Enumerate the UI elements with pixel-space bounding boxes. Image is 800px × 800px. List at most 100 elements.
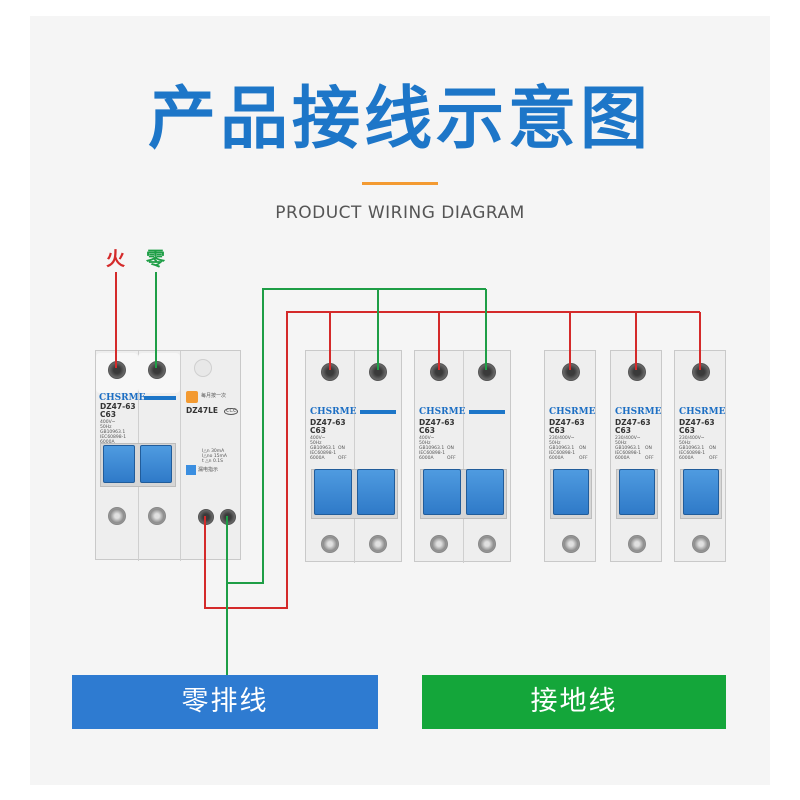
- breaker-handle[interactable]: [314, 469, 352, 515]
- breaker-spec: GB10963.1: [615, 446, 641, 451]
- breaker-model: DZ47-63: [549, 418, 585, 427]
- breaker-rating: C63: [679, 426, 695, 435]
- leak-spec: t △n 0.1S: [202, 459, 223, 464]
- output-screw-icon: [562, 535, 580, 553]
- breaker-spec: GB10963.1: [549, 446, 575, 451]
- breaker-rating: C63: [615, 426, 631, 435]
- breaker-spec: 6000A: [679, 456, 694, 461]
- breaker-spec: GB10963.1: [679, 446, 705, 451]
- off-marker: OFF: [645, 456, 654, 461]
- breaker-model: DZ47-63: [419, 418, 455, 427]
- breaker-rating: C63: [419, 426, 435, 435]
- off-marker: OFF: [579, 456, 588, 461]
- breaker-brand: CHSRME: [419, 407, 466, 417]
- rcbo-module-model: DZ47LE: [186, 406, 219, 415]
- breaker-spec: GB10963.1: [419, 446, 445, 451]
- breaker-spec: 6000A: [419, 456, 434, 461]
- breaker-spec: IEC60898-1: [679, 451, 706, 456]
- breaker-handle[interactable]: [423, 469, 461, 515]
- leak-spec: I△n 30mA: [202, 449, 225, 454]
- breaker-spec: 230/400V~: [679, 436, 705, 441]
- rcbo-live-output-wire: [204, 311, 700, 609]
- breaker-spec: IEC60898-1: [615, 451, 642, 456]
- breaker-spec: 6000A: [310, 456, 325, 461]
- breaker-brand: CHSRME: [310, 407, 357, 417]
- rcbo-handle-neutral[interactable]: [140, 445, 172, 483]
- rcbo-rating: C63: [100, 410, 116, 419]
- page-subtitle: PRODUCT WIRING DIAGRAM: [275, 203, 525, 223]
- breaker-model: DZ47-63: [615, 418, 651, 427]
- on-marker: ON: [709, 446, 716, 451]
- breaker-spec: 230/400V~: [549, 436, 575, 441]
- breaker-spec: 50Hz: [419, 441, 431, 446]
- on-marker: ON: [447, 446, 454, 451]
- off-marker: OFF: [338, 456, 347, 461]
- on-marker: ON: [579, 446, 586, 451]
- ccc-mark: CCC: [224, 408, 239, 415]
- on-marker: ON: [645, 446, 652, 451]
- breaker-1p-3: CHSRME DZ47-63 C63 230/400V~ 50Hz GB1096…: [674, 350, 726, 562]
- page-title: 产品接线示意图: [147, 80, 652, 159]
- output-screw-icon: [628, 535, 646, 553]
- rcbo-spec: IEC60898-1: [100, 435, 127, 440]
- rcbo-brand: CHSRME: [99, 393, 146, 403]
- breaker-spec: IEC60898-1: [419, 451, 446, 456]
- rcbo-spec: 400V~: [100, 420, 116, 425]
- title-accent-rule: [362, 182, 438, 185]
- rcbo-handle-live[interactable]: [103, 445, 135, 483]
- output-screw-icon: [692, 535, 710, 553]
- breaker-rating: C63: [310, 426, 326, 435]
- pole-seam: [354, 351, 355, 563]
- pole-seam: [463, 351, 464, 563]
- breaker-spec: 50Hz: [549, 441, 561, 446]
- output-screw-icon: [369, 535, 387, 553]
- indicator-window-icon: [194, 359, 212, 377]
- rcbo-spec: GB10963.1: [100, 430, 126, 435]
- test-hint-text: 每月按一次: [201, 393, 227, 399]
- neutral-wire-label: 零: [146, 248, 166, 270]
- output-screw-icon: [430, 535, 448, 553]
- breaker-handle[interactable]: [466, 469, 504, 515]
- breaker-handle[interactable]: [619, 469, 655, 515]
- brand-stripe: [469, 410, 505, 414]
- breaker-handle[interactable]: [683, 469, 719, 515]
- breaker-spec: GB10963.1: [310, 446, 336, 451]
- breaker-model: DZ47-63: [310, 418, 346, 427]
- breaker-2p-2: CHSRME DZ47-63 C63 400V~ 50Hz GB10963.1 …: [414, 350, 511, 563]
- breaker-spec: 50Hz: [615, 441, 627, 446]
- brand-stripe: [144, 396, 176, 400]
- test-button[interactable]: [186, 391, 198, 403]
- rcbo-breaker: CHSRME DZ47-63 C63 400V~ 50Hz GB10963.1 …: [95, 350, 241, 561]
- breaker-spec: 400V~: [310, 436, 326, 441]
- pole-seam: [180, 351, 181, 561]
- breaker-rating: C63: [549, 426, 565, 435]
- breaker-handle[interactable]: [357, 469, 395, 515]
- live-wire-label: 火: [106, 248, 126, 270]
- breaker-brand: CHSRME: [549, 407, 596, 417]
- on-marker: ON: [338, 446, 345, 451]
- leak-spec: I△no 15mA: [202, 454, 228, 459]
- ground-bar-label: 接地线: [422, 675, 726, 729]
- breaker-brand: CHSRME: [615, 407, 662, 417]
- breaker-spec: 50Hz: [679, 441, 691, 446]
- rcbo-neutral-output-wire: [226, 288, 486, 584]
- breaker-spec: IEC60898-1: [310, 451, 337, 456]
- breaker-spec: 6000A: [615, 456, 630, 461]
- breaker-handle[interactable]: [553, 469, 589, 515]
- neutral-bar-label: 零排线: [72, 675, 378, 729]
- breaker-model: DZ47-63: [679, 418, 715, 427]
- breaker-spec: IEC60898-1: [549, 451, 576, 456]
- output-screw-icon: [148, 507, 166, 525]
- off-marker: OFF: [709, 456, 718, 461]
- leak-indicator: [186, 465, 196, 475]
- rcbo-spec: 6000A: [100, 440, 115, 445]
- output-screw-icon: [108, 507, 126, 525]
- breaker-spec: 50Hz: [310, 441, 322, 446]
- output-screw-icon: [478, 535, 496, 553]
- leak-indicator-label: 漏电指示: [198, 467, 219, 473]
- brand-stripe: [360, 410, 396, 414]
- off-marker: OFF: [447, 456, 456, 461]
- output-screw-icon: [321, 535, 339, 553]
